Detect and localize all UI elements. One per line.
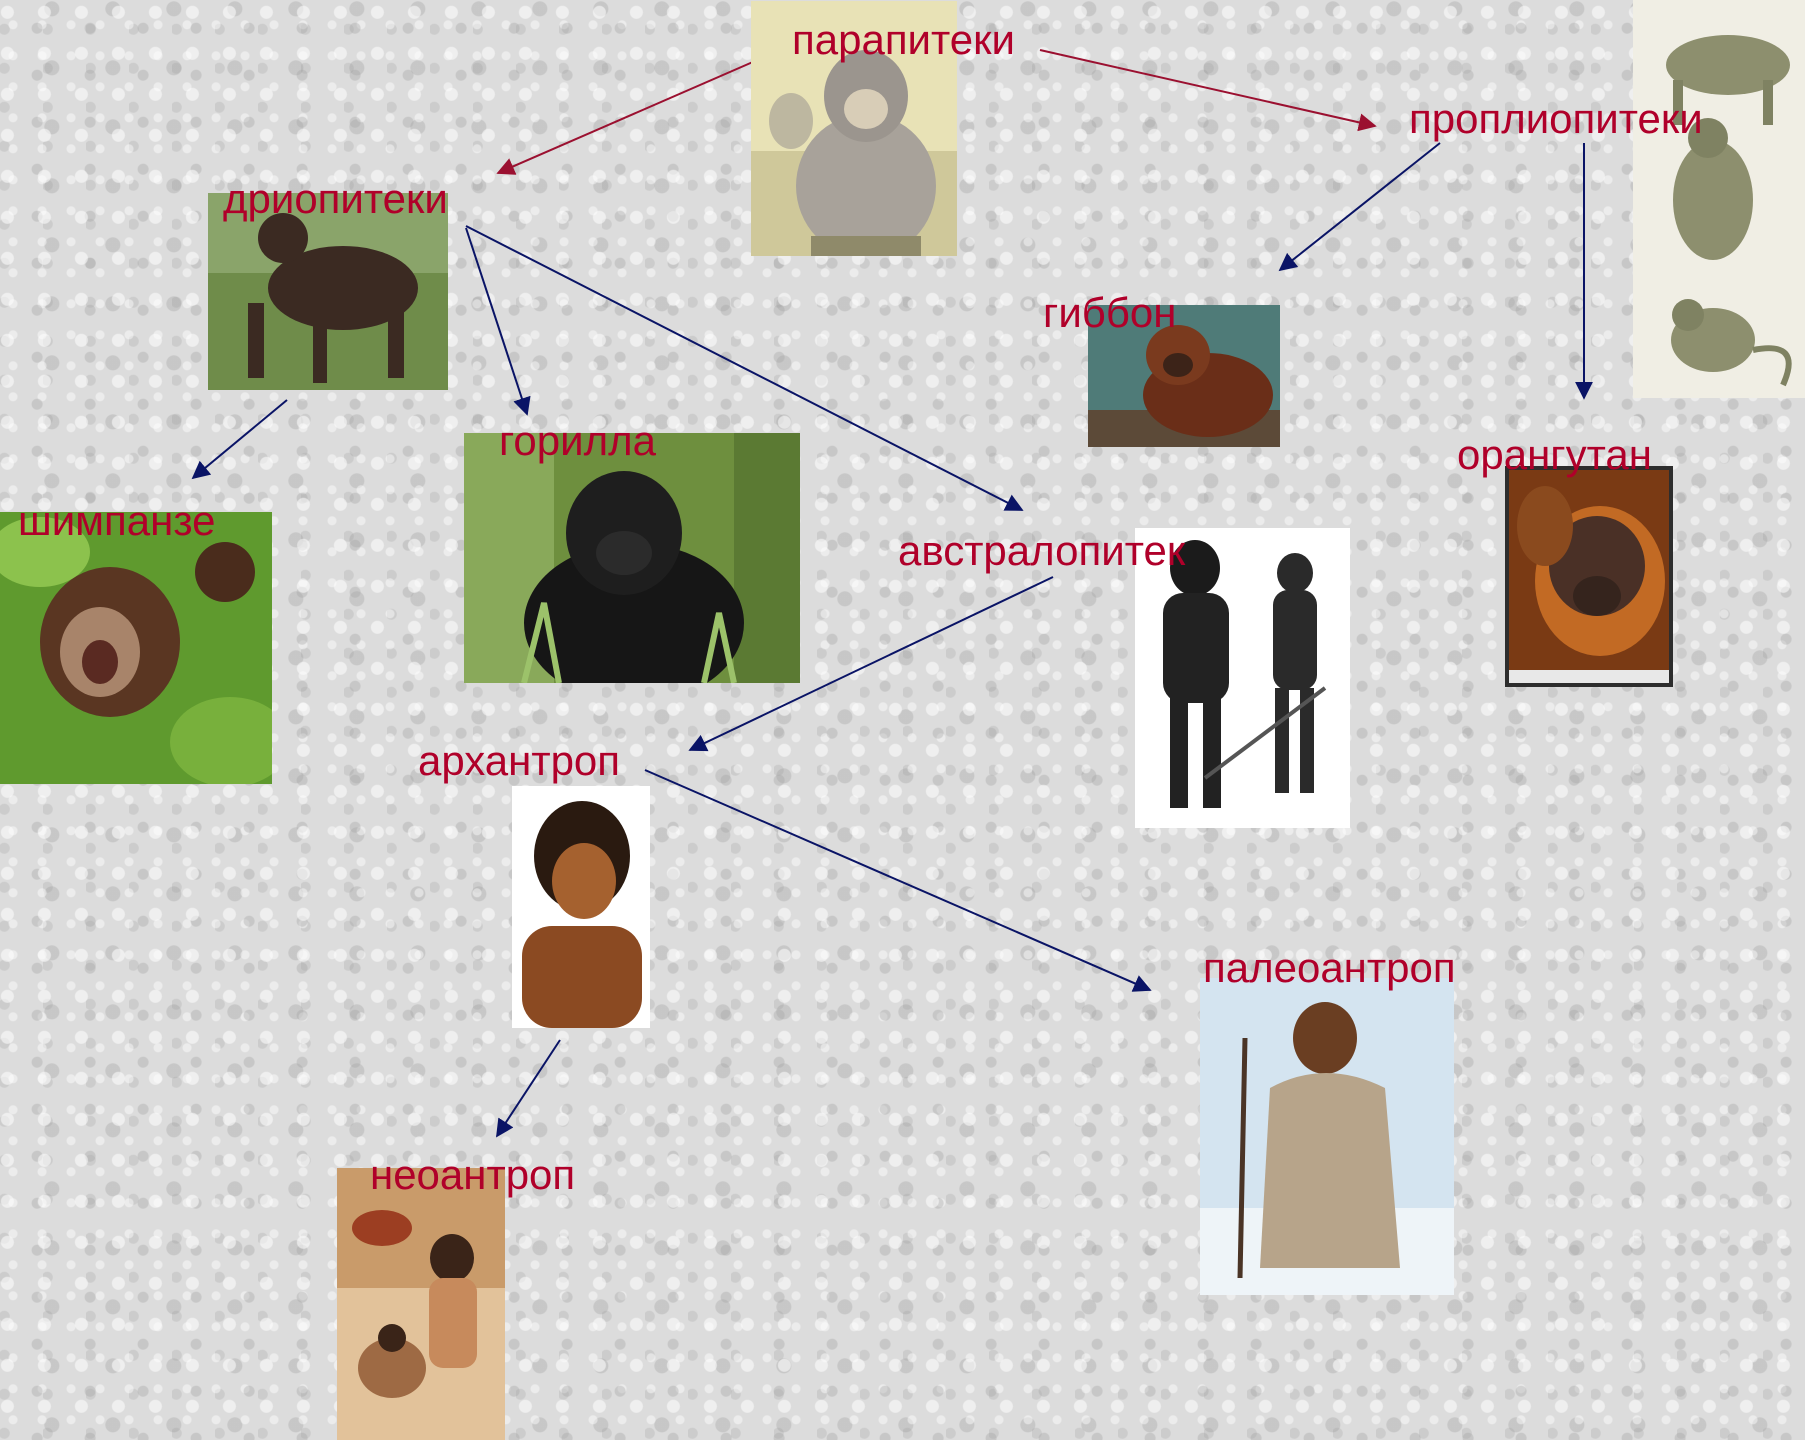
label-gibbon: гиббон xyxy=(1043,289,1177,336)
archanthrop-image xyxy=(512,786,650,1028)
arrow-australopithecus-archanthrop xyxy=(688,576,1054,752)
chimpanzee-image xyxy=(0,512,272,784)
arrow-parapitheci-dryopitheci xyxy=(496,47,786,175)
dryopitheci-image xyxy=(208,193,448,390)
label-paleoanthrop: палеоантроп xyxy=(1203,944,1456,991)
label-orangutan: орангутан xyxy=(1457,431,1652,478)
paleoanthrop-image xyxy=(1200,978,1454,1295)
orangutan-image xyxy=(1505,466,1673,687)
arrow-archanthrop-neoanthrop xyxy=(496,1039,561,1138)
arrow-dryopitheci-gorilla xyxy=(465,227,531,416)
label-gorilla: горилла xyxy=(499,417,656,464)
label-propliopitheci: проплиопитеки xyxy=(1409,95,1703,142)
gorilla-image xyxy=(464,433,800,683)
arrow-dryopitheci-australopithecus xyxy=(465,225,1024,511)
neoanthrop-image xyxy=(337,1168,505,1440)
label-chimpanzee: шимпанзе xyxy=(18,497,216,544)
parapitheci-image xyxy=(751,1,957,256)
label-neoanthrop: неоантроп xyxy=(370,1151,576,1198)
arrow-propliopitheci-gibbon xyxy=(1278,142,1441,272)
label-archanthrop: архантроп xyxy=(418,737,621,784)
arrow-dryopitheci-chimpanzee xyxy=(191,399,288,480)
gibbon-image xyxy=(1088,305,1280,447)
arrow-parapitheci-propliopitheci xyxy=(1039,49,1377,132)
arrow-archanthrop-paleoanthrop xyxy=(644,769,1152,992)
australopithecus-image xyxy=(1135,528,1350,828)
label-australopithecus: австралопитек xyxy=(898,527,1186,574)
label-dryopitheci: дриопитеки xyxy=(223,175,448,222)
label-parapitheci: парапитеки xyxy=(792,16,1015,63)
propliopitheci-image xyxy=(1633,0,1805,398)
